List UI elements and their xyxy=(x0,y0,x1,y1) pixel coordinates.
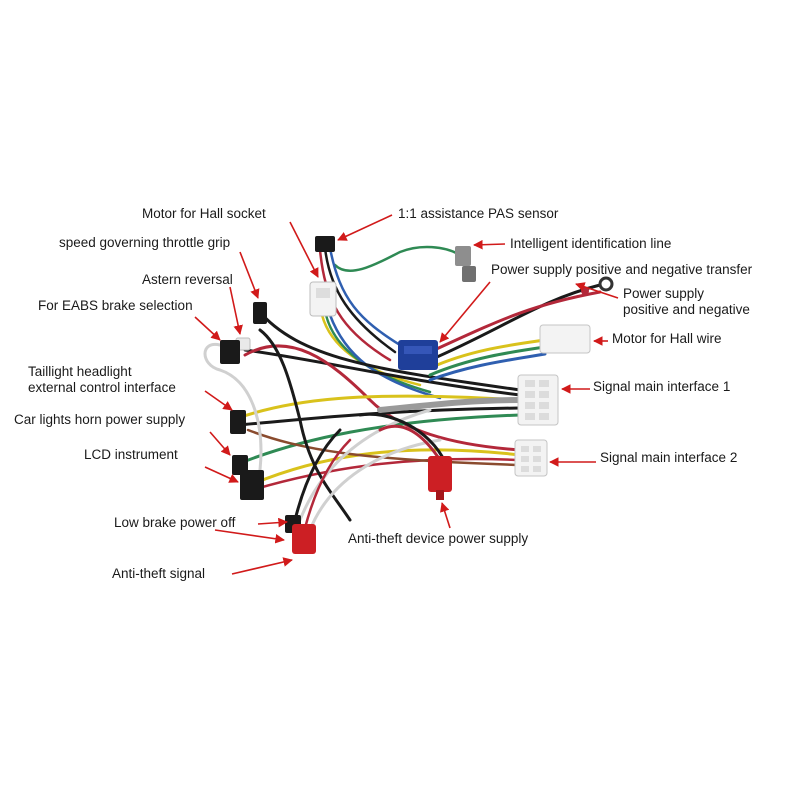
arrow-car-lights xyxy=(209,431,231,456)
wire-hall-green xyxy=(324,313,432,394)
label-low-brake: Low brake power off xyxy=(114,515,236,530)
arrow-anti-theft-signal xyxy=(231,557,293,575)
label-anti-theft-signal: Anti-theft signal xyxy=(112,566,206,581)
pas-sensor-connector xyxy=(315,236,335,252)
signal-main-2-pins xyxy=(521,446,541,472)
hall-socket-connector xyxy=(309,281,337,317)
wire-pas-red xyxy=(318,248,392,362)
wire-main-3 xyxy=(243,344,522,452)
wire-main-2 xyxy=(243,348,522,397)
label-anti-theft-power: Anti-theft device power supply xyxy=(348,531,529,546)
label-throttle-grip: speed governing throttle grip xyxy=(59,235,231,250)
wire-lowbrake-black xyxy=(293,428,342,522)
blue-connector xyxy=(398,340,438,370)
label-motor-hall-wire: Motor for Hall wire xyxy=(612,331,722,346)
wire-white-2 xyxy=(298,408,432,522)
wire-pas-blue xyxy=(328,246,402,347)
anti-theft-signal-connector xyxy=(292,524,316,554)
label-astern-reversal: Astern reversal xyxy=(142,272,233,287)
arrow-eabs xyxy=(194,316,221,341)
label-signal-main-2: Signal main interface 2 xyxy=(600,450,738,465)
label-pas-sensor: 1:1 assistance PAS sensor xyxy=(398,206,559,221)
wire-power-red xyxy=(428,290,602,354)
arrow-anti-theft-power xyxy=(440,502,451,529)
label-car-lights-horn: Car lights horn power supply xyxy=(14,412,186,427)
label-power-supply-pn: Power supply positive and negative xyxy=(623,286,750,317)
signal-main-2-connector xyxy=(514,439,548,477)
arrow-taillight xyxy=(204,390,233,411)
signal-main-1-connector xyxy=(517,374,559,426)
wire-antitheft-black xyxy=(358,412,447,464)
label-signal-main-1: Signal main interface 1 xyxy=(593,379,731,394)
arrow-low-brake-a xyxy=(257,517,288,528)
lcd-connector xyxy=(240,470,264,500)
arrow-power-transfer xyxy=(439,281,491,343)
wire-white-3 xyxy=(308,438,442,532)
arrow-motor-hall-socket xyxy=(289,221,319,278)
taillight-connector xyxy=(230,410,246,434)
wire-pas-black xyxy=(323,246,397,354)
arrow-power-supply xyxy=(575,282,619,299)
anti-theft-power-connector xyxy=(428,456,452,492)
throttle-connector xyxy=(253,302,267,324)
label-lcd-instrument: LCD instrument xyxy=(84,447,178,462)
signal-main-1-pins xyxy=(525,380,549,420)
wire-main-1 xyxy=(256,308,522,392)
eabs-brake-connector xyxy=(220,340,240,364)
arrow-intelligent-id xyxy=(473,239,506,250)
arrow-astern xyxy=(229,286,243,335)
arrow-throttle xyxy=(239,251,260,299)
wire-motor-hall-3 xyxy=(428,352,547,382)
wire-main-9 xyxy=(246,428,522,467)
motor-hall-wire-connector xyxy=(539,324,591,354)
wire-white-1 xyxy=(203,342,263,472)
label-power-transfer: Power supply positive and negative trans… xyxy=(491,262,753,277)
wire-main-6 xyxy=(241,413,522,464)
intelligent-id-connector xyxy=(455,246,471,266)
callout-arrows xyxy=(194,214,619,575)
wire-main-4 xyxy=(236,394,522,420)
arrow-low-brake-b xyxy=(214,529,285,544)
power-eyelet-black xyxy=(598,276,614,292)
arrow-pas-sensor xyxy=(337,214,393,241)
power-transfer-connector xyxy=(462,266,476,282)
blue-connector-slot xyxy=(404,346,432,354)
wire-main-5 xyxy=(236,406,522,427)
wire-id-green xyxy=(333,245,462,272)
connectors xyxy=(220,236,614,554)
label-motor-hall-socket: Motor for Hall socket xyxy=(142,206,266,221)
wire-motor-hall-1 xyxy=(428,338,547,370)
label-intelligent-id-line: Intelligent identification line xyxy=(510,236,672,251)
hall-socket-pins xyxy=(316,288,330,298)
arrow-lcd xyxy=(204,466,239,483)
wire-lowbrake-red xyxy=(303,438,352,530)
wire-motor-hall-2 xyxy=(428,345,547,377)
label-eabs-brake: For EABS brake selection xyxy=(38,298,193,313)
wire-bundle xyxy=(203,245,602,532)
label-taillight-headlight: Taillight headlight external control int… xyxy=(28,364,176,395)
anti-theft-power-plug xyxy=(436,490,444,500)
wire-antitheft-red xyxy=(378,424,442,462)
wire-bundle-gray xyxy=(377,397,523,413)
